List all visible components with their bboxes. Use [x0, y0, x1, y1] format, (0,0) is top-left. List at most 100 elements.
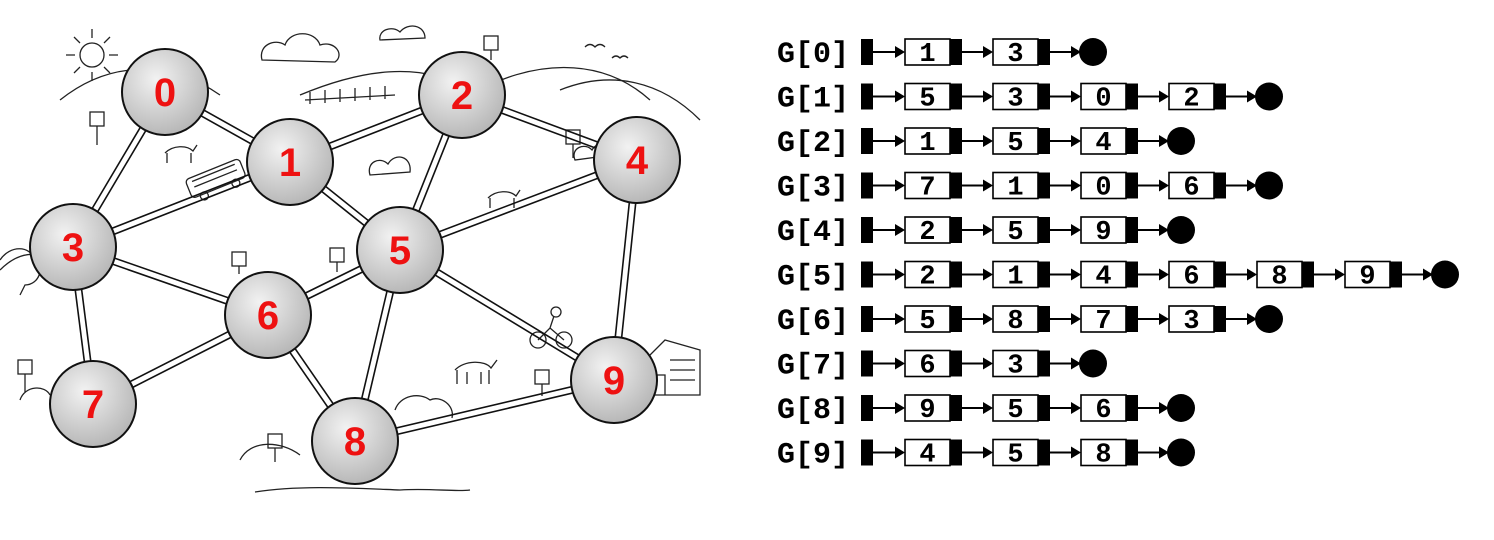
node-6: 6: [224, 271, 312, 359]
node-value: 9: [919, 396, 935, 426]
arrow-head: [983, 268, 993, 281]
arrow-head: [1247, 90, 1257, 103]
road-8-9: [354, 376, 615, 445]
arrow-head: [1159, 90, 1169, 103]
node-circle: [418, 51, 506, 139]
list-node: 7: [904, 171, 962, 204]
arrow-head: [983, 357, 993, 370]
node-value: 5: [919, 85, 935, 115]
list-node: 5: [992, 438, 1050, 471]
node-value-box: [904, 38, 951, 66]
arrow-head: [895, 90, 905, 103]
node-value-box: [992, 260, 1039, 289]
next-pointer: [950, 261, 962, 288]
node-value-box: [1080, 438, 1127, 467]
head-pointer: [861, 261, 873, 288]
arrow-head: [1159, 268, 1169, 281]
next-pointer: [1038, 306, 1050, 332]
node-1: 1: [246, 118, 334, 206]
list-node: 6: [1080, 394, 1138, 426]
node-value: 5: [1007, 218, 1023, 248]
list-node: 4: [1080, 127, 1138, 159]
adjacency-row: G[2] 1 5 4: [777, 127, 1195, 161]
next-pointer: [1126, 395, 1138, 421]
node-circle: [246, 118, 334, 206]
node-circle: [593, 116, 681, 204]
node-label: 0: [154, 71, 176, 115]
tree-icon: [19, 387, 51, 401]
next-pointer: [1214, 261, 1226, 288]
list-node: 1: [904, 127, 962, 159]
arrow-head: [1247, 313, 1257, 325]
node-value-box: [904, 305, 951, 333]
node-value: 1: [1007, 263, 1023, 293]
node-value-box: [992, 82, 1039, 111]
node-value-box: [1080, 305, 1127, 333]
signpost-icon: [483, 35, 499, 60]
arrow-head: [895, 135, 905, 147]
null-terminator: [1167, 438, 1195, 467]
horse-icon: [164, 144, 198, 163]
roads-layer: [69, 88, 641, 445]
null-terminator: [1167, 394, 1195, 422]
node-value-box: [1168, 82, 1215, 111]
node-label: 9: [603, 359, 625, 403]
node-value-box: [1168, 305, 1215, 333]
row-label: G[1]: [777, 83, 849, 117]
node-value: 4: [1095, 129, 1111, 159]
tree-icon: [239, 443, 301, 461]
arrow-head: [983, 224, 993, 236]
list-node: 0: [1080, 82, 1138, 115]
signpost-icon: [89, 111, 105, 145]
arrow-head: [983, 135, 993, 147]
next-pointer: [1214, 83, 1226, 110]
list-node: 2: [904, 260, 962, 293]
arrow-head: [1247, 179, 1257, 192]
next-pointer: [950, 350, 962, 377]
list-node: 1: [992, 260, 1050, 293]
list-node: 2: [904, 216, 962, 248]
row-label: G[2]: [777, 127, 849, 161]
next-pointer: [950, 439, 962, 466]
row-label: G[9]: [777, 439, 849, 473]
row-label: G[0]: [777, 38, 849, 72]
list-node: 8: [992, 305, 1050, 337]
next-pointer: [1126, 261, 1138, 288]
list-node: 2: [1168, 82, 1226, 115]
node-value-box: [904, 127, 951, 155]
node-value-box: [992, 38, 1039, 66]
signpost-icon: [231, 251, 247, 274]
arrow-head: [895, 179, 905, 192]
list-node: 9: [1344, 260, 1402, 293]
node-label: 7: [82, 383, 104, 427]
node-value-box: [904, 82, 951, 111]
node-value: 3: [1007, 40, 1023, 70]
node-label: 4: [626, 139, 649, 183]
arrow-head: [1159, 179, 1169, 192]
node-value: 7: [1095, 307, 1111, 337]
node-value: 0: [1095, 174, 1111, 204]
node-label: 1: [279, 141, 301, 185]
arrow-head: [1159, 224, 1169, 236]
node-value: 8: [1271, 263, 1287, 293]
node-value-box: [992, 171, 1039, 200]
node-circle: [224, 271, 312, 359]
node-label: 2: [451, 74, 473, 118]
arrow-head: [895, 402, 905, 414]
node-value: 3: [1007, 85, 1023, 115]
row-label: G[5]: [777, 261, 849, 295]
node-value: 3: [1183, 307, 1199, 337]
ground-line: [254, 486, 471, 493]
bird-icon: [584, 43, 606, 48]
list-node: 6: [1168, 171, 1226, 204]
node-value: 5: [1007, 129, 1023, 159]
node-value-box: [904, 171, 951, 200]
fence-icon: [304, 86, 396, 104]
node-value: 6: [1183, 263, 1199, 293]
arrow-head: [895, 46, 905, 58]
